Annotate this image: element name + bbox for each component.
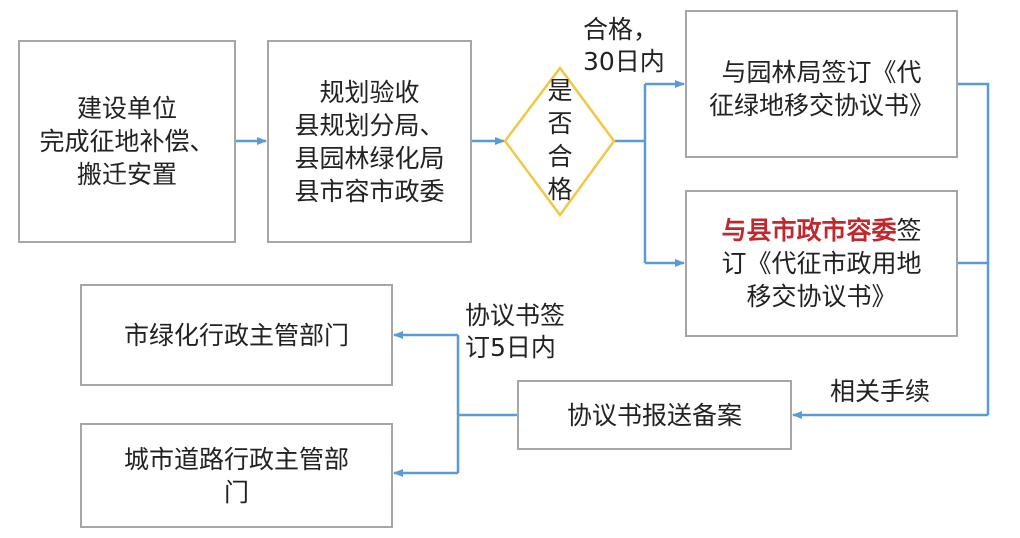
text-line: 与园林局签订《代 [721,58,922,87]
label-qualified: 合格， 30日内 [583,14,665,78]
text-line: 合格， [583,15,659,44]
text-line: 30日内 [583,47,665,76]
merge-garden [958,82,990,415]
node-inspection: 规划验收县规划分局、县园林绿化局县市容市政委 [267,40,472,243]
text-line: 城市道路行政主管部 [123,444,349,474]
text-line: 订《代征市政用地 [721,249,922,278]
node-municipal-agreement: 与县市政市容委签订《代征市政用地移交协议书》 [685,190,958,337]
decision-diamond [503,65,616,218]
node-greening-dept: 市绿化行政主管部门 [80,284,393,386]
text-line: 规划验收 [319,77,420,107]
text-line: 征绿地移交协议书》 [708,91,934,120]
node-filing: 协议书报送备案 [517,380,792,450]
text-line: 完成征地补偿、 [39,127,215,156]
label-signed: 协议书签订5日内 [465,300,565,364]
node-builder: 建设单位完成征地补偿、搬迁安置 [18,40,236,243]
text-line: 协议书签 [465,301,566,330]
node-garden-agreement: 与园林局签订《代征绿地移交协议书》 [685,10,958,158]
text-line: 移交协议书》 [746,282,897,311]
label-procedures: 相关手续 [830,377,931,406]
text-line: 门 [223,477,249,507]
text-line: 县园林绿化局 [294,143,445,173]
text-line: 县规划分局、 [294,110,445,140]
node-road-dept: 城市道路行政主管部门 [80,423,393,528]
highlight-text: 与县市政市容委 [721,216,897,245]
text-line: 签 [896,216,922,245]
decision-label: 是否合格 [547,76,573,204]
text-line: 订5日内 [465,333,556,362]
text-line: 县市容市政委 [294,176,445,206]
text-line: 搬迁安置 [76,160,177,189]
text-line: 建设单位 [76,94,177,123]
